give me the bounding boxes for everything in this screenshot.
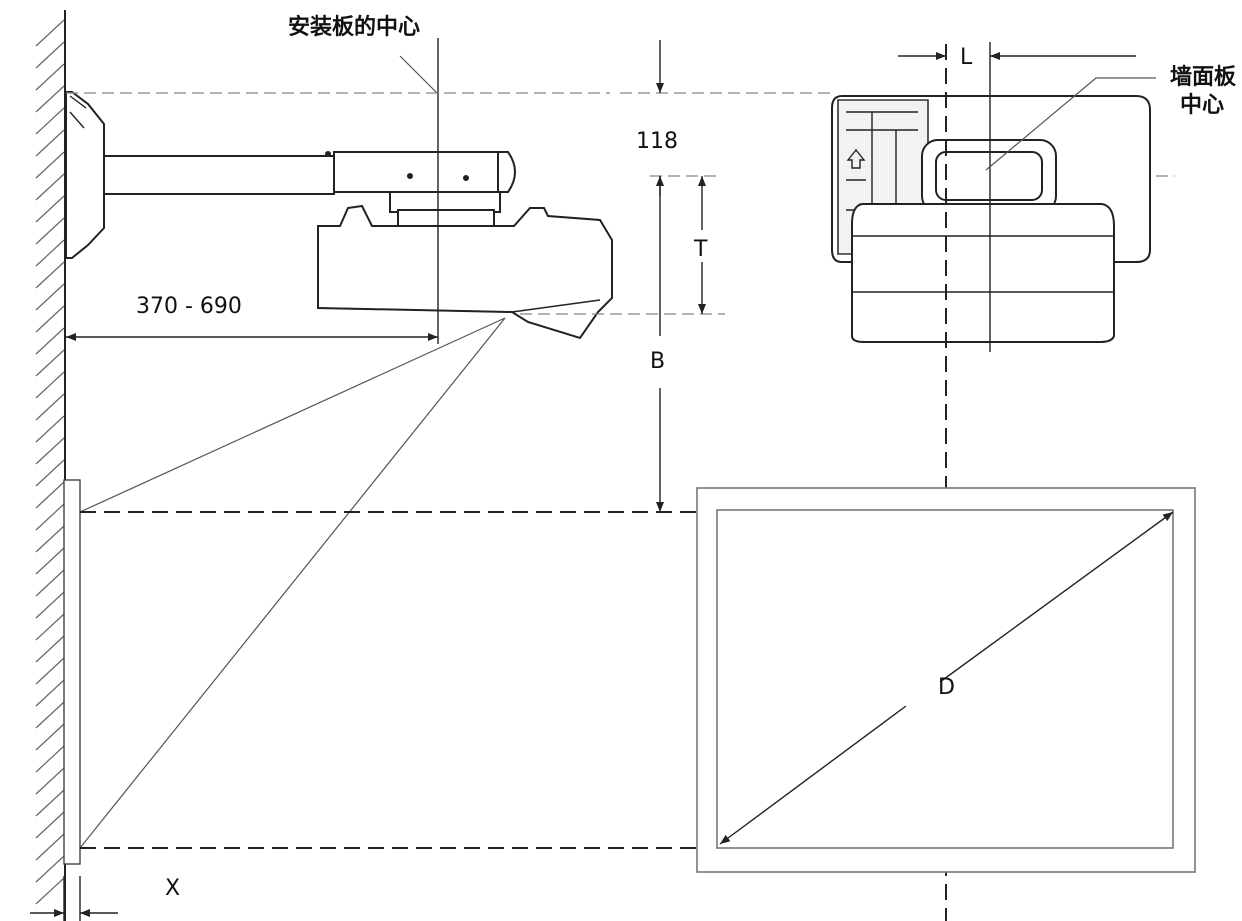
hatch-line (35, 327, 65, 355)
hatch-line (35, 723, 65, 751)
hatch-line (35, 701, 65, 729)
hatch-line (35, 393, 65, 421)
hatch-line (35, 107, 65, 135)
hatch-line (35, 767, 65, 795)
hatch-line (35, 657, 65, 685)
hatch-line (35, 195, 65, 223)
side-view-projector (65, 91, 613, 340)
hatch-line (35, 481, 65, 509)
dim-X: X (30, 876, 180, 921)
projection-rays (79, 317, 506, 849)
dim-T-label: T (693, 237, 708, 262)
mount-plate-center-label: 安装板的中心 (288, 14, 420, 40)
hatch-line (35, 349, 65, 377)
hatch-line (35, 833, 65, 861)
dim-range-label: 370 - 690 (136, 294, 242, 319)
mount-plate-leader (399, 55, 439, 95)
hatch-line (35, 239, 65, 267)
hatch-line (35, 283, 65, 311)
dim-X-label: X (165, 876, 180, 901)
dim-L: L (898, 45, 1136, 70)
hatch-line (35, 459, 65, 487)
hatch-line (35, 569, 65, 597)
hatch-line (35, 789, 65, 817)
dim-B-label: B (650, 349, 665, 374)
wall-hatch (35, 19, 65, 905)
dim-range: 370 - 690 (66, 294, 438, 341)
hatch-line (35, 437, 65, 465)
dim-D-label: D (938, 675, 955, 700)
hatch-line (35, 525, 65, 553)
front-view-projector (831, 95, 1151, 343)
hatch-line (35, 811, 65, 839)
hatch-line (35, 261, 65, 289)
hatch-line (35, 129, 65, 157)
dim-T: T (693, 176, 708, 314)
hatch-line (35, 855, 65, 883)
hatch-line (35, 19, 65, 47)
hatch-line (35, 217, 65, 245)
screen-side (63, 479, 81, 865)
hatch-line (35, 415, 65, 443)
wall (35, 10, 66, 921)
hatch-line (35, 635, 65, 663)
screen-front (696, 487, 1196, 873)
hatch-line (35, 305, 65, 333)
hatch-line (35, 591, 65, 619)
hatch-line (35, 613, 65, 641)
wall-plate-center-label-1: 墙面板 (1170, 65, 1237, 90)
hatch-line (35, 41, 65, 69)
dim-118: 118 (636, 40, 678, 196)
dim-D: D (719, 511, 1174, 845)
hatch-line (35, 503, 65, 531)
hatch-line (35, 371, 65, 399)
hatch-line (35, 877, 65, 905)
up-arrow-icon (846, 148, 866, 169)
dim-B: B (650, 196, 665, 512)
hatch-line (35, 679, 65, 707)
hatch-line (35, 85, 65, 113)
hatch-line (35, 63, 65, 91)
wall-plate-center-label-2: 中心 (1180, 93, 1224, 118)
hatch-line (35, 745, 65, 773)
hatch-line (35, 173, 65, 201)
hatch-line (35, 547, 65, 575)
wall-plate-leader (985, 77, 1156, 171)
dim-L-label: L (960, 45, 973, 70)
dim-118-label: 118 (636, 129, 678, 154)
hatch-line (35, 151, 65, 179)
